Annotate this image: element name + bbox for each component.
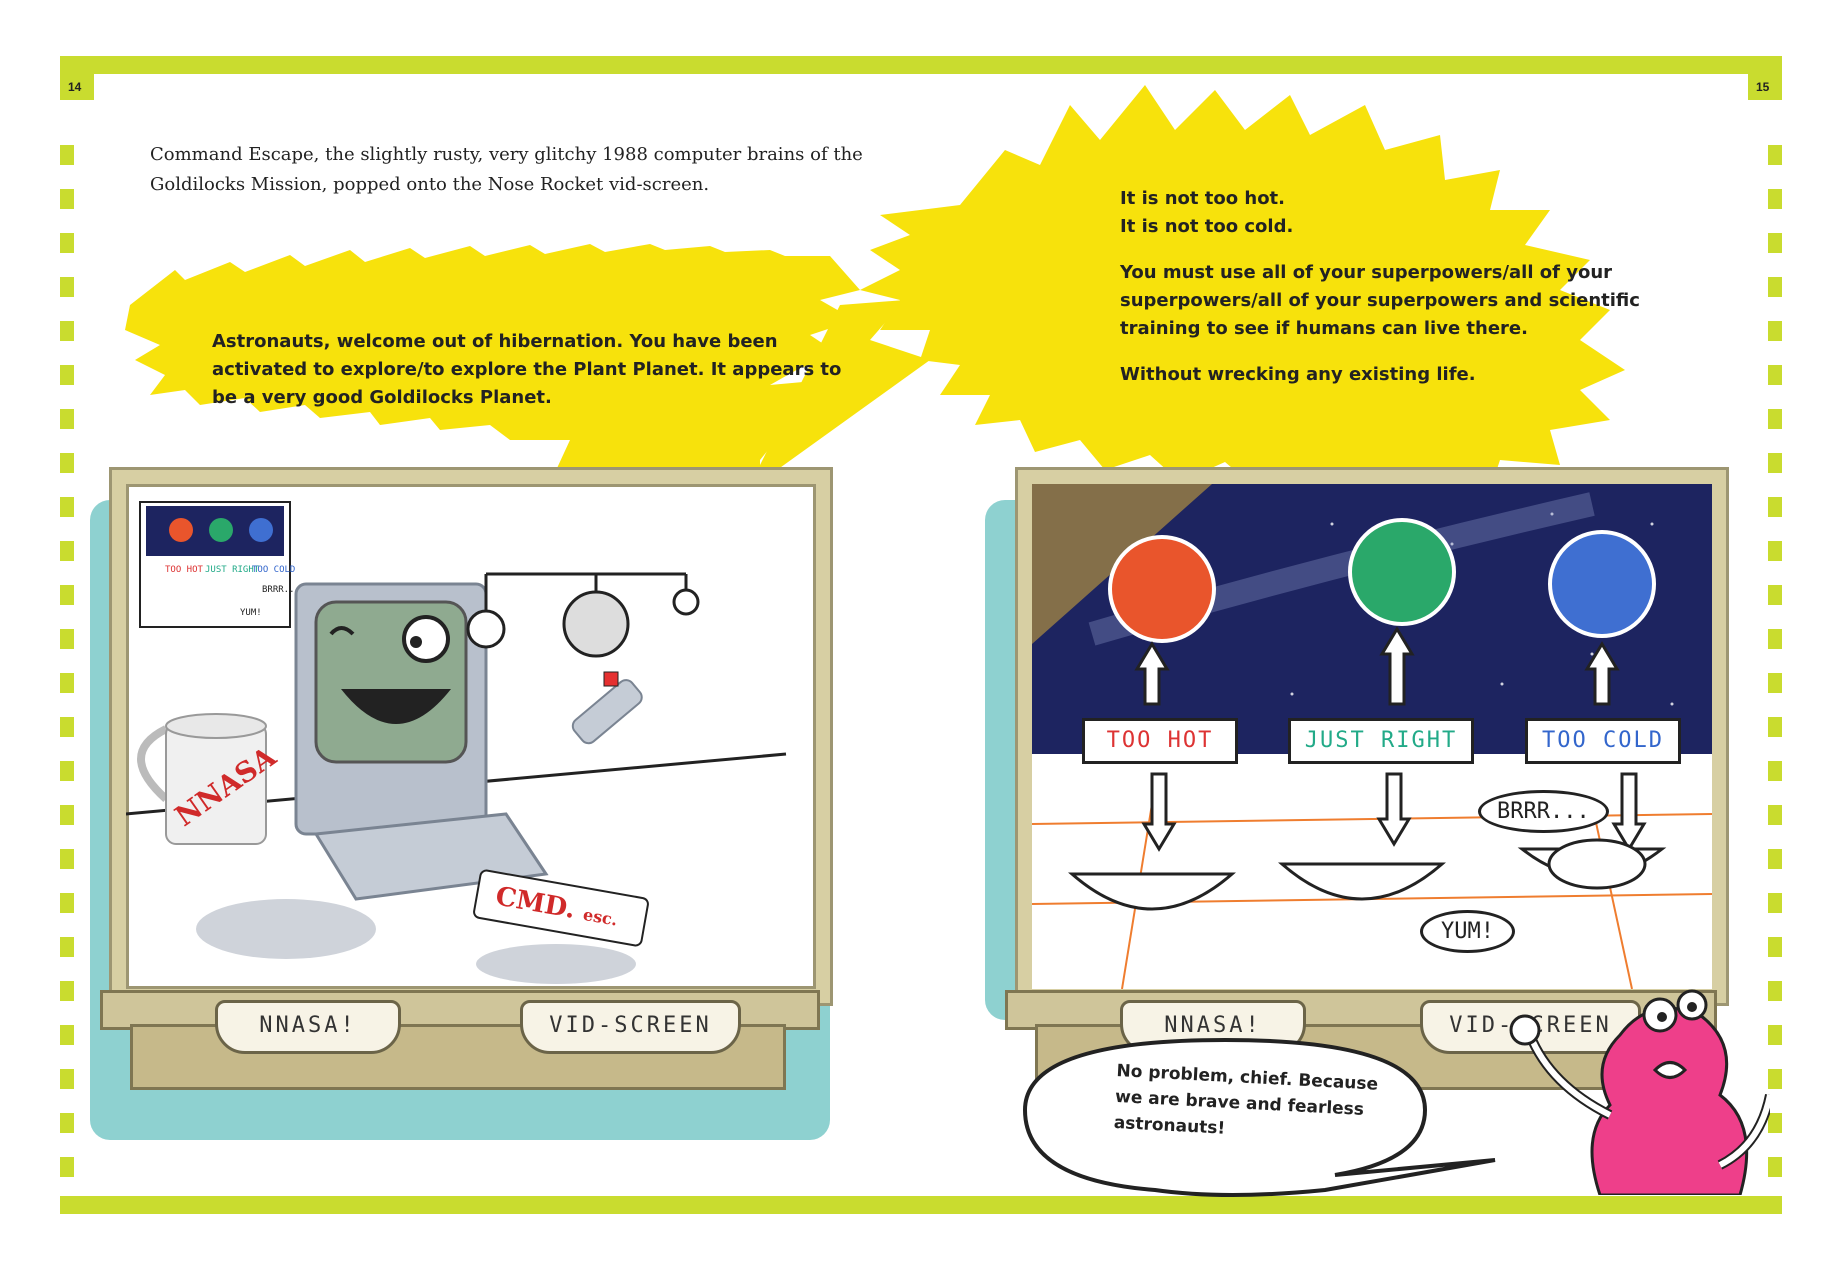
frame-dash (1768, 761, 1782, 781)
cmd-label-sub: esc. (581, 904, 619, 930)
frame-dash (1768, 805, 1782, 825)
mini-sign-too-cold: TOO COLD (252, 565, 296, 575)
frame-dash (60, 1113, 74, 1133)
left-scroll-vidscreen: VID-SCREEN (520, 1000, 741, 1054)
frame-dash (1768, 453, 1782, 473)
frame-dash (1768, 673, 1782, 693)
sign-just-right: JUST RIGHT (1288, 718, 1474, 764)
right-bubble-para3: Without wrecking any existing life. (1120, 364, 1476, 385)
frame-dash (60, 233, 74, 253)
frame-dash (60, 629, 74, 649)
frame-dash (60, 937, 74, 957)
page-number-left: 14 (68, 80, 82, 94)
frame-dash (60, 761, 74, 781)
astronaut-speech-text: No problem, chief. Because we are brave … (1113, 1060, 1379, 1139)
frame-dash (1768, 937, 1782, 957)
right-bubble-intro: It is not too hot. It is not too cold. (1120, 185, 1640, 241)
sign-too-hot: TOO HOT (1082, 718, 1238, 764)
left-bubble-text: Astronauts, welcome out of hibernation. … (212, 328, 852, 430)
right-bubble-line1: It is not too hot. (1120, 188, 1285, 209)
frame-dash (60, 453, 74, 473)
right-bubble-line2: It is not too cold. (1120, 216, 1294, 237)
right-bubble-para2: You must use all of your superpowers/all… (1120, 262, 1640, 339)
frame-dash (1768, 1113, 1782, 1133)
alien-icon (1509, 989, 1770, 1195)
frame-dash (60, 541, 74, 561)
frame-tab-right (1748, 56, 1782, 100)
left-scroll-nnasa: NNASA! (215, 1000, 401, 1054)
brrr-speech: BRRR... (1478, 790, 1609, 833)
frame-dash (1768, 981, 1782, 1001)
frame-dash (1768, 541, 1782, 561)
frame-dash (1768, 189, 1782, 209)
frame-dash (1768, 629, 1782, 649)
sign-too-cold: TOO COLD (1525, 718, 1681, 764)
frame-dash (60, 277, 74, 297)
mini-yum: YUM! (240, 608, 262, 618)
frame-tab-left (60, 56, 94, 100)
mini-sign-too-hot: TOO HOT (165, 565, 203, 575)
frame-dash (1768, 497, 1782, 517)
frame-dash (1768, 145, 1782, 165)
frame-dash (60, 365, 74, 385)
page-number-right: 15 (1756, 80, 1770, 94)
frame-dash (60, 497, 74, 517)
frame-bottom (60, 1196, 1782, 1214)
frame-dash (60, 981, 74, 1001)
frame-dash (60, 893, 74, 913)
frame-dash (60, 145, 74, 165)
frame-dash (60, 673, 74, 693)
mini-sign-just-right: JUST RIGHT (205, 565, 260, 575)
frame-dash (60, 189, 74, 209)
frame-dash (1768, 849, 1782, 869)
frame-dash (1768, 365, 1782, 385)
right-panel-art (1032, 484, 1712, 989)
frame-dash (60, 717, 74, 737)
frame-dash (1768, 321, 1782, 341)
frame-dash (60, 409, 74, 429)
left-bubble-line: Astronauts, welcome out of hibernation. … (212, 331, 842, 408)
left-panel-art (126, 501, 787, 984)
frame-dash (60, 1157, 74, 1177)
frame-dash (1768, 277, 1782, 297)
frame-dash (1768, 1157, 1782, 1177)
frame-dash (60, 1069, 74, 1089)
frame-dash (60, 849, 74, 869)
right-bubble-text: It is not too hot. It is not too cold. Yo… (1120, 185, 1640, 407)
frame-dash (60, 805, 74, 825)
frame-dash (1768, 409, 1782, 429)
frame-dash (1768, 1025, 1782, 1045)
frame-dash (1768, 893, 1782, 913)
frame-dash (1768, 1069, 1782, 1089)
frame-dash (60, 585, 74, 605)
frame-top (60, 56, 1782, 74)
narration-text: Command Escape, the slightly rusty, very… (150, 144, 863, 195)
speech-bubble-shape (1022, 1037, 1496, 1197)
mini-brrr: BRRR.. (262, 585, 295, 595)
frame-dash (60, 321, 74, 341)
yum-speech: YUM! (1420, 910, 1515, 953)
frame-dash (60, 1025, 74, 1045)
frame-dash (1768, 585, 1782, 605)
frame-dash (1768, 717, 1782, 737)
frame-dash (1768, 233, 1782, 253)
